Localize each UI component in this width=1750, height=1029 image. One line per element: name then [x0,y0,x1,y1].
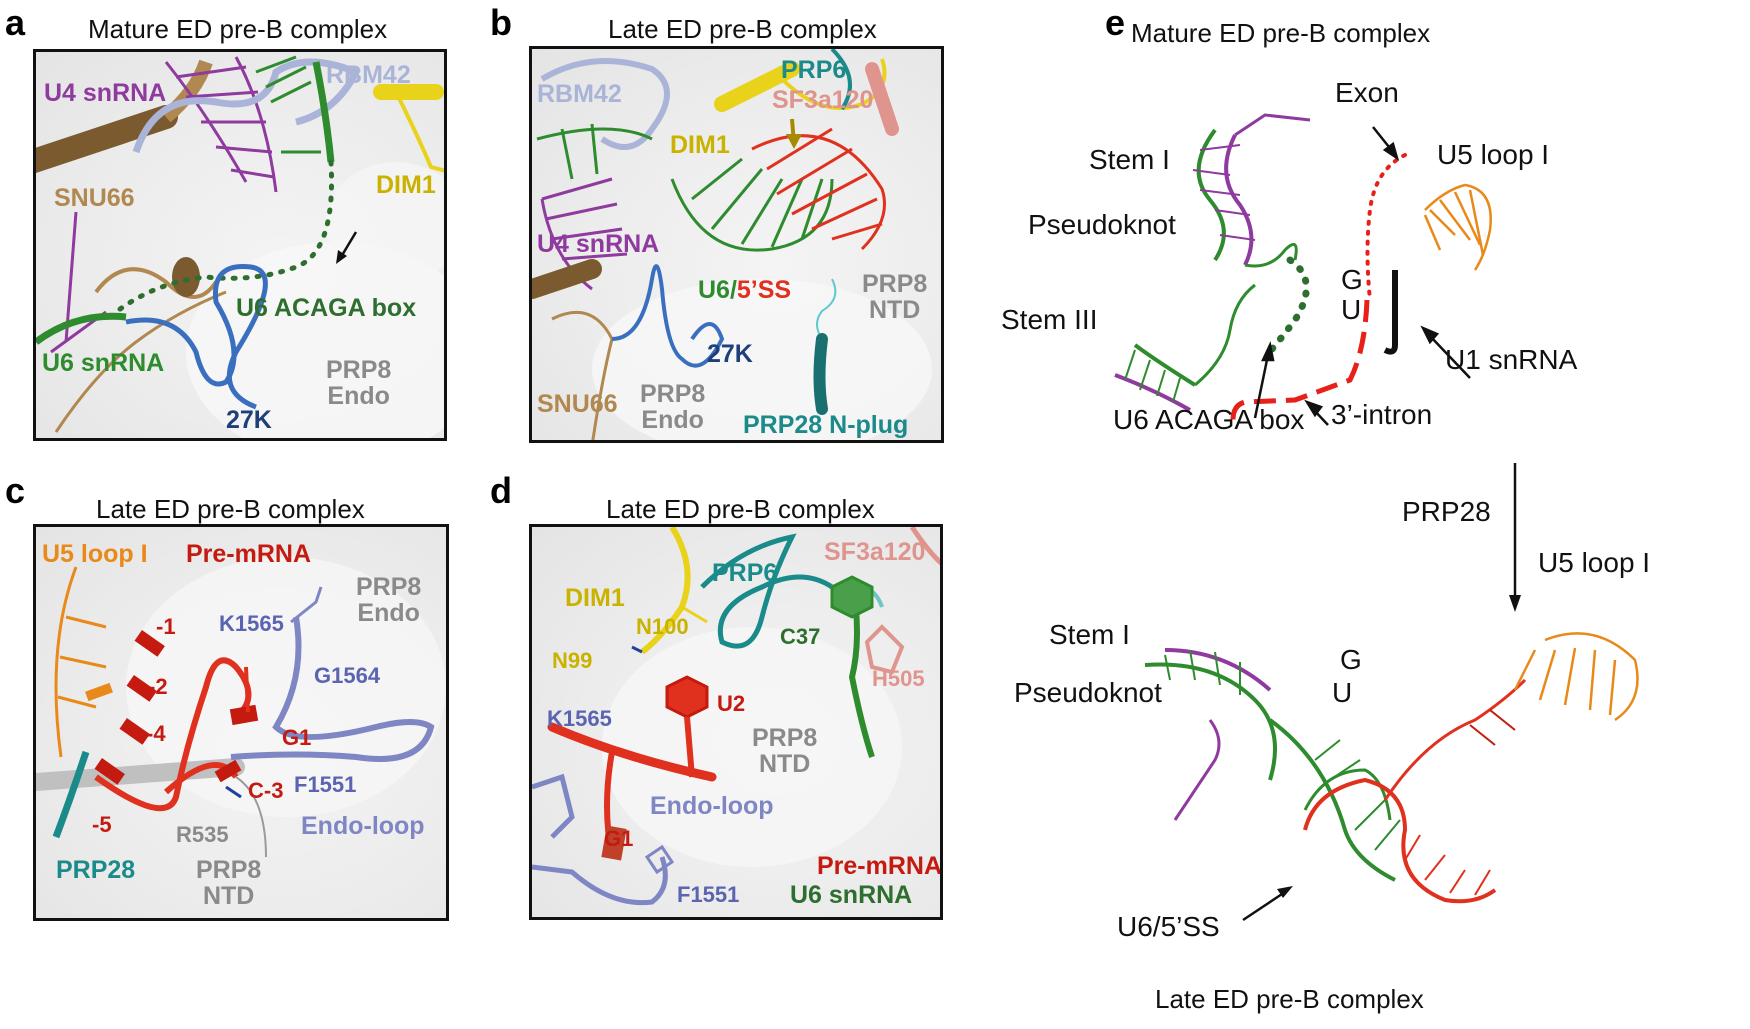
label-g-top: G [1341,264,1363,295]
label-minus5: -5 [92,812,112,837]
label-prp28-c: PRP28 [56,856,136,884]
label-exon: Exon [1335,77,1399,108]
label-u5-loop-top: U5 loop I [1437,139,1550,170]
label-pre-mrna-d: Pre-mRNA [817,852,943,880]
label-pre-mrna-c: Pre-mRNA [186,540,312,568]
label-u6-5ss-b: U6/5’SS [698,277,791,303]
label-minus4: -4 [146,721,166,746]
label-k1565-c: K1565 [219,611,284,636]
panel-d-frame: DIM1 PRP6 SF3a120 N100 N99 C37 H505 U2 K… [529,524,943,920]
label-u4-snrna: U4 snRNA [44,79,167,107]
label-u5-loop-c: U5 loop I [42,540,148,568]
label-27k-b: 27K [707,340,753,368]
panel-letter-e: e [1105,2,1126,43]
label-minus2: -2 [148,674,168,699]
label-prp28-e: PRP28 [1402,496,1491,527]
label-u6-5ss-e: U6/5’SS [1117,911,1220,942]
panel-letter-c: c [5,470,26,511]
label-g-bottom: G [1340,644,1362,675]
label-minus1: -1 [156,614,176,639]
label-n99: N99 [552,648,593,673]
panel-e-title-top: Mature ED pre-B complex [1131,18,1431,48]
label-snu66: SNU66 [54,184,135,212]
panel-e-title-bottom: Late ED pre-B complex [1155,984,1424,1014]
label-u6-part: U6/ [698,276,737,304]
label-prp8-ntd-d: PRP8 NTD [752,724,818,779]
label-dim1-d: DIM1 [565,584,625,612]
label-stem-iii: Stem III [1001,304,1098,335]
label-u6-snrna: U6 snRNA [42,349,165,377]
label-sf3a120-b: SF3a120 [772,86,874,114]
label-stem-i-bottom: Stem I [1049,619,1130,650]
label-stem-i-top: Stem I [1089,144,1170,175]
label-sf3a120-d: SF3a120 [824,538,926,566]
label-rbm42-b: RBM42 [537,80,622,108]
panel-a-title: Mature ED pre-B complex [88,14,388,44]
label-u1-snrna: U1 snRNA [1445,344,1578,375]
label-prp8-ntd-c: PRP8 NTD [196,856,262,911]
label-r535: R535 [176,822,229,847]
panel-d-structure [532,527,940,906]
panel-d-title: Late ED pre-B complex [606,494,875,524]
panel-b-structure [532,49,932,440]
label-h505: H505 [872,666,925,691]
label-k1565-d: K1565 [547,706,612,731]
panel-e: e Mature ED pre-B complex Exon U5 loop I… [1001,0,1750,1029]
label-dim1-b: DIM1 [670,131,730,159]
panel-c-structure [36,557,446,858]
label-prp6-b: PRP6 [781,56,847,84]
label-snu66-b: SNU66 [537,390,618,418]
label-c-minus3: C-3 [248,778,284,803]
label-prp8-endo: PRP8 Endo [326,356,392,411]
label-u2-d: U2 [717,691,746,716]
label-g1-c: G1 [282,725,312,750]
label-f1551-c: F1551 [294,772,357,797]
label-g1564-c: G1564 [314,663,381,688]
label-u-bottom: U [1332,677,1353,708]
label-u6-acaga-box-e: U6 ACAGA box [1113,404,1305,435]
label-u4-snrna-b: U4 snRNA [537,230,660,258]
label-pseudoknot-top: Pseudoknot [1028,209,1176,240]
label-f1551-d: F1551 [677,882,740,907]
label-prp8-ntd-b: PRP8 NTD [862,270,928,325]
label-u6-snrna-d: U6 snRNA [790,881,913,909]
panel-letter-b: b [490,2,512,43]
label-5ss-part: 5’SS [736,276,792,304]
label-prp6-d: PRP6 [712,559,778,587]
panel-c-title: Late ED pre-B complex [96,494,365,524]
label-rbm42: RBM42 [326,61,411,89]
panel-a-structure [36,55,444,438]
label-n100: N100 [636,614,689,639]
label-3-intron: 3’-intron [1331,399,1433,430]
panel-b-title: Late ED pre-B complex [608,14,877,44]
label-prp28-nplug: PRP28 N-plug [743,411,909,439]
label-pseudoknot-bottom: Pseudoknot [1014,677,1162,708]
label-27k: 27K [226,406,272,434]
panel-letter-d: d [490,470,512,511]
label-dim1: DIM1 [376,171,436,199]
panel-c-frame: U5 loop I Pre-mRNA PRP8 Endo K1565 G1564… [33,524,449,921]
panel-letter-a: a [5,2,26,43]
label-g1-d: G1 [604,826,634,851]
label-prp8-endo-b: PRP8 Endo [640,380,706,435]
label-u6-acaga-box: U6 ACAGA box [236,294,417,322]
label-c37: C37 [780,624,821,649]
panel-b-frame: RBM42 PRP6 SF3a120 DIM1 U4 snRNA U6/5’SS… [529,46,944,443]
label-endo-loop-d: Endo-loop [650,792,774,820]
panel-e-schematic [1114,113,1639,922]
label-endo-loop-c: Endo-loop [301,812,425,840]
label-prp8-endo-c: PRP8 Endo [356,573,422,628]
label-u-top: U [1341,294,1362,325]
label-u5-loop-bottom: U5 loop I [1538,547,1651,578]
panel-a-frame: U4 snRNA RBM42 SNU66 DIM1 U6 ACAGA box U… [33,49,447,441]
